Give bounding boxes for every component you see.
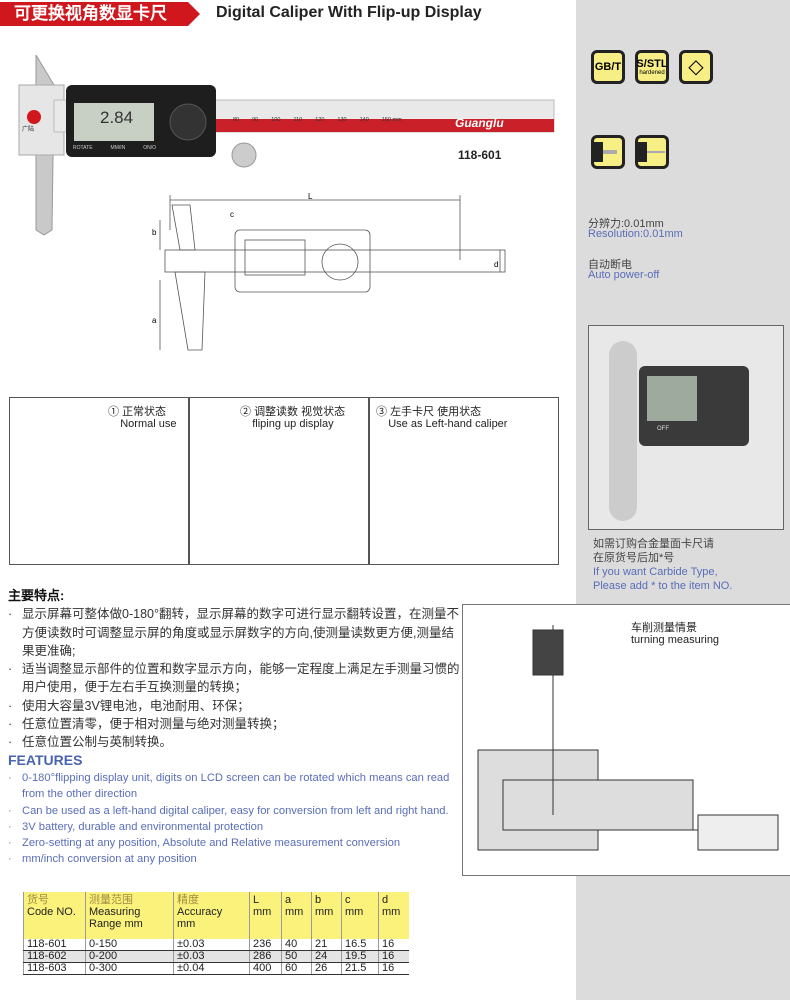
- dim-d: d: [494, 260, 499, 269]
- carbide-photo: OFF: [588, 325, 784, 530]
- table-cell: 16: [378, 939, 409, 951]
- title-banner-cn: 可更换视角数显卡尺: [0, 2, 200, 26]
- table-cell: 40: [281, 939, 312, 951]
- dim-b: b: [152, 228, 157, 237]
- table-cell: 0-300: [85, 962, 174, 975]
- table-cell: 400: [249, 962, 282, 975]
- table-cell: ±0.04: [173, 962, 250, 975]
- mm-in-button: MM/IN: [110, 145, 126, 151]
- table-cell: ±0.03: [173, 939, 250, 951]
- features-cn: 主要特点: 显示屏幕可整体做0-180°翻转，显示屏幕的数字可进行显示翻转设置，…: [8, 587, 463, 752]
- diamond-icon: ◇: [679, 50, 713, 84]
- caliper-photo: [18, 55, 555, 236]
- dim-a: a: [152, 316, 157, 325]
- table-cell: 16: [378, 962, 409, 975]
- turning-en: turning measuring: [631, 634, 720, 646]
- dim-c: c: [230, 210, 234, 219]
- onoff-button: ON/O: [143, 145, 157, 151]
- table-cell: 19.5: [341, 950, 379, 963]
- table-cell: ±0.03: [173, 950, 250, 963]
- gbt-badge: GB/T: [591, 50, 625, 84]
- carbide-en1: If you want Carbide Type,: [593, 566, 718, 578]
- usage-panel-flip: ② 调整读数 视觉状态 fliping up display: [189, 397, 369, 565]
- usage-panel-normal: ① 正常状态 Normal use: [9, 397, 189, 565]
- turning-illustration: 车削测量情景 turning measuring: [462, 604, 790, 876]
- dim-L: L: [308, 192, 313, 201]
- auto-off-cn: 自动断电: [588, 259, 632, 271]
- table-cell: 0-150: [85, 939, 174, 951]
- table-cell: 118-601: [23, 939, 86, 951]
- off-label: OFF: [657, 426, 669, 432]
- features-en: FEATURES 0-180°flipping display unit, di…: [8, 752, 473, 868]
- table-cell: 118-602: [23, 950, 86, 963]
- table-cell: 16.5: [341, 939, 379, 951]
- carbide-cn1: 如需订购合金量面卡尺请: [593, 538, 714, 550]
- auto-off-en: Auto power-off: [588, 269, 660, 281]
- resolution-cn: 分辨力:0.01mm: [588, 218, 664, 230]
- model-number: 118-601: [458, 148, 502, 162]
- outside-jaw-icon: [591, 135, 625, 169]
- brand-cn: 广陆: [22, 127, 35, 133]
- turning-cn: 车削测量情景: [631, 622, 697, 634]
- table-cell: 60: [281, 962, 312, 975]
- table-cell: 0-200: [85, 950, 174, 963]
- table-cell: 26: [311, 962, 342, 975]
- lcd-reading: 2.84: [100, 108, 134, 127]
- brand-logo: Guanglu: [455, 116, 504, 130]
- table-cell: 118-603: [23, 962, 86, 975]
- table-cell: 21.5: [341, 962, 379, 975]
- carbide-cn2: 在原货号后加*号: [593, 552, 675, 564]
- table-cell: 21: [311, 939, 342, 951]
- table-cell: 16: [378, 950, 409, 963]
- depth-rod-icon: [635, 135, 669, 169]
- usage-panel-lefthand: ③ 左手卡尺 使用状态 Use as Left-hand caliper: [369, 397, 559, 565]
- table-cell: 50: [281, 950, 312, 963]
- resolution-en: Resolution:0.01mm: [588, 228, 683, 240]
- rotate-button: ROTATE: [73, 145, 93, 151]
- table-cell: 24: [311, 950, 342, 963]
- technical-drawing: [159, 195, 506, 351]
- page-title: Digital Caliper With Flip-up Display: [216, 4, 482, 21]
- carbide-en2: Please add * to the item NO.: [593, 580, 733, 592]
- table-cell: 286: [249, 950, 282, 963]
- table-cell: 236: [249, 939, 282, 951]
